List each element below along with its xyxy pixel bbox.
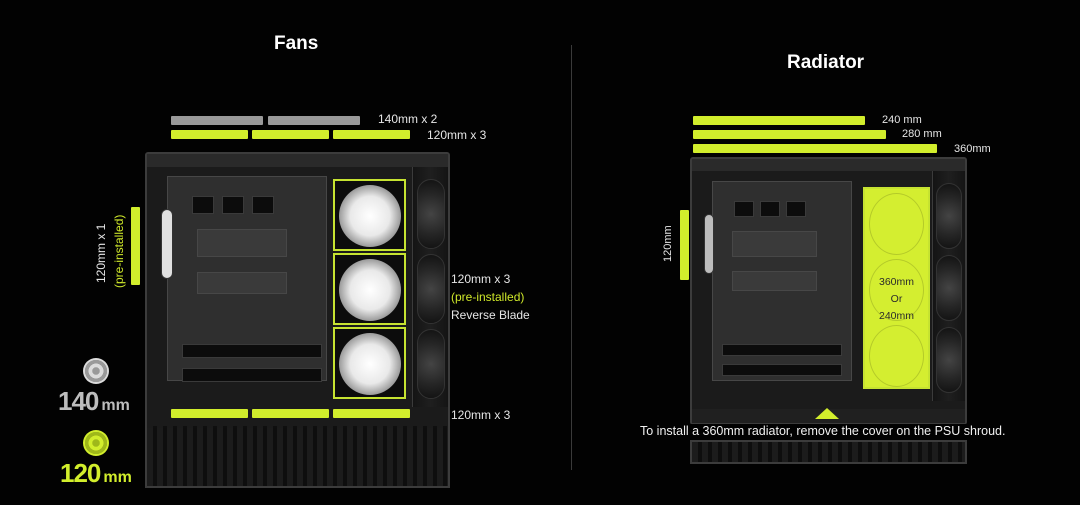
side-fan-1 (333, 179, 406, 251)
radiator-280-bar (693, 130, 886, 139)
psu-shroud-arrow-icon (815, 408, 839, 419)
bottom-fan-bar-1 (171, 409, 248, 418)
psu-note: To install a 360mm radiator, remove the … (638, 424, 1008, 438)
side-fan-note: (pre-installed) (451, 290, 525, 304)
top-140-label: 140mm x 2 (378, 112, 438, 126)
radiator-280-label: 280 mm (902, 128, 942, 140)
radiator-360-bar (693, 144, 937, 153)
side-fan-size: 120mm x 3 (451, 272, 511, 286)
fans-title: Fans (274, 33, 319, 54)
top-120-bar-1 (171, 130, 248, 139)
side-fan-3 (333, 327, 406, 399)
side-fan-2 (333, 253, 406, 325)
section-divider (571, 45, 572, 470)
radiator-title: Radiator (787, 52, 865, 73)
rear-fan-note: (pre-installed) (112, 214, 126, 288)
top-140-bar-1 (171, 116, 263, 125)
radiator-side-line1: 360mm (878, 276, 914, 288)
radiator-240-label: 240 mm (882, 114, 922, 126)
top-120-bar-2 (252, 130, 329, 139)
rear-fan-bar (131, 207, 140, 285)
radiator-rear-bar (680, 210, 689, 280)
side-fan-blade: Reverse Blade (451, 308, 530, 322)
radiator-360-label: 360mm (954, 143, 991, 155)
rear-fan (161, 209, 173, 279)
side-radiator-zone: 360mm Or 240mm (863, 187, 930, 389)
radiator-rear-label: 120mm (662, 225, 674, 262)
fans-case-footer (145, 428, 450, 488)
radiator-240-bar (693, 116, 865, 125)
radiator-side-line2: Or (890, 293, 903, 305)
bottom-fan-label: 120mm x 3 (451, 408, 511, 422)
radiator-case-footer (690, 440, 967, 464)
radiator-side-line3: 240mm (878, 310, 914, 322)
top-120-bar-3 (333, 130, 410, 139)
top-120-label: 120mm x 3 (427, 128, 487, 142)
fan-140-icon (83, 358, 109, 384)
rear-fan-label: 120mm x 1 (94, 223, 108, 283)
fan-120-icon (83, 430, 109, 456)
bottom-fan-bar-2 (252, 409, 329, 418)
top-140-bar-2 (268, 116, 360, 125)
bottom-fan-bar-3 (333, 409, 410, 418)
